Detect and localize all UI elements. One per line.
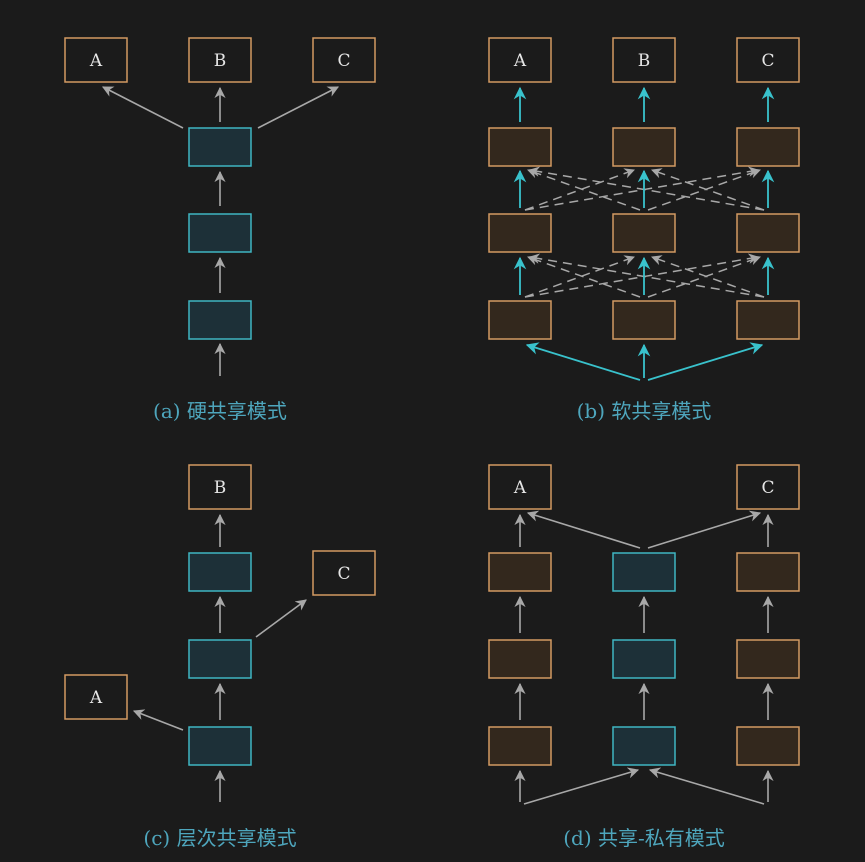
dashed-cross-arrow — [527, 255, 641, 298]
private-layer-a-1 — [488, 726, 552, 766]
private-layer-a-2 — [488, 213, 552, 253]
arrow-input-to-shared — [523, 767, 640, 805]
shared-layer-2 — [188, 213, 252, 253]
task-box-c: C — [736, 37, 800, 83]
task-box-c: C — [312, 37, 376, 83]
task-box-b: B — [612, 37, 676, 83]
task-label: C — [761, 51, 774, 71]
private-layer-c-2 — [736, 639, 800, 679]
task-label: B — [638, 51, 651, 71]
arrow-to-c — [255, 599, 307, 638]
shared-layer-1 — [612, 726, 676, 766]
private-layer-b-2 — [612, 213, 676, 253]
shared-layer-3 — [188, 127, 252, 167]
dashed-cross-arrow — [528, 253, 765, 298]
task-label: C — [337, 51, 350, 71]
arrow-shared-to-c — [647, 510, 762, 549]
arrow-to-a — [102, 86, 184, 129]
task-label: A — [513, 51, 527, 71]
task-label: B — [214, 51, 227, 71]
arrow-to-c — [257, 86, 339, 129]
task-box-b: B — [188, 464, 252, 510]
shared-layer-2 — [188, 639, 252, 679]
private-layer-a-2 — [488, 639, 552, 679]
private-layer-c-2 — [736, 213, 800, 253]
shared-layer-1 — [188, 300, 252, 340]
private-layer-a-1 — [488, 300, 552, 340]
dashed-cross-arrow — [651, 255, 765, 298]
dashed-cross-arrow — [524, 253, 760, 298]
panel-a-hard-sharing: A B C (a) 硬共享模式 — [64, 37, 376, 423]
caption-c: (c) 层次共享模式 — [143, 826, 296, 850]
shared-layer-2 — [612, 639, 676, 679]
task-label: B — [214, 478, 227, 498]
shared-layer-3 — [612, 552, 676, 592]
task-label: A — [513, 478, 527, 498]
cyan-input-arrow — [647, 342, 764, 381]
task-box-a: A — [488, 37, 552, 83]
task-box-c: C — [736, 464, 800, 510]
private-layer-c-1 — [736, 726, 800, 766]
dashed-cross-arrow — [528, 166, 765, 211]
private-layer-c-3 — [736, 127, 800, 167]
task-label: C — [761, 478, 774, 498]
shared-layer-3 — [188, 552, 252, 592]
task-label: C — [337, 564, 350, 584]
task-box-a: A — [488, 464, 552, 510]
dashed-cross-arrow — [647, 255, 761, 298]
dashed-cross-arrow — [524, 255, 635, 298]
dashed-cross-arrow — [651, 168, 765, 211]
arrow-input-to-shared — [648, 767, 765, 805]
cyan-input-arrow — [525, 342, 641, 381]
task-label: A — [89, 688, 103, 708]
private-layer-b-1 — [612, 300, 676, 340]
dashed-cross-arrow — [647, 168, 761, 211]
task-box-b: B — [188, 37, 252, 83]
arrow-to-a — [132, 709, 184, 731]
dashed-cross-arrow — [527, 168, 641, 211]
private-layer-c-3 — [736, 552, 800, 592]
panel-c-hierarchical-sharing: B C A (c) 层次共享模式 — [64, 464, 376, 850]
panel-d-shared-private: A C — [488, 464, 800, 850]
caption-b: (b) 软共享模式 — [577, 399, 712, 423]
private-layer-a-3 — [488, 552, 552, 592]
dashed-cross-arrow — [524, 166, 760, 211]
arrow-shared-to-a — [526, 510, 641, 549]
dashed-cross-arrow — [524, 168, 635, 211]
task-box-a: A — [64, 674, 128, 720]
task-box-c: C — [312, 550, 376, 596]
private-layer-b-3 — [612, 127, 676, 167]
task-label: A — [89, 51, 103, 71]
task-box-a: A — [64, 37, 128, 83]
shared-layer-1 — [188, 726, 252, 766]
panel-b-soft-sharing: A B C — [488, 37, 800, 423]
caption-d: (d) 共享-私有模式 — [563, 826, 725, 850]
private-layer-a-3 — [488, 127, 552, 167]
caption-a: (a) 硬共享模式 — [153, 399, 287, 423]
private-layer-c-1 — [736, 300, 800, 340]
